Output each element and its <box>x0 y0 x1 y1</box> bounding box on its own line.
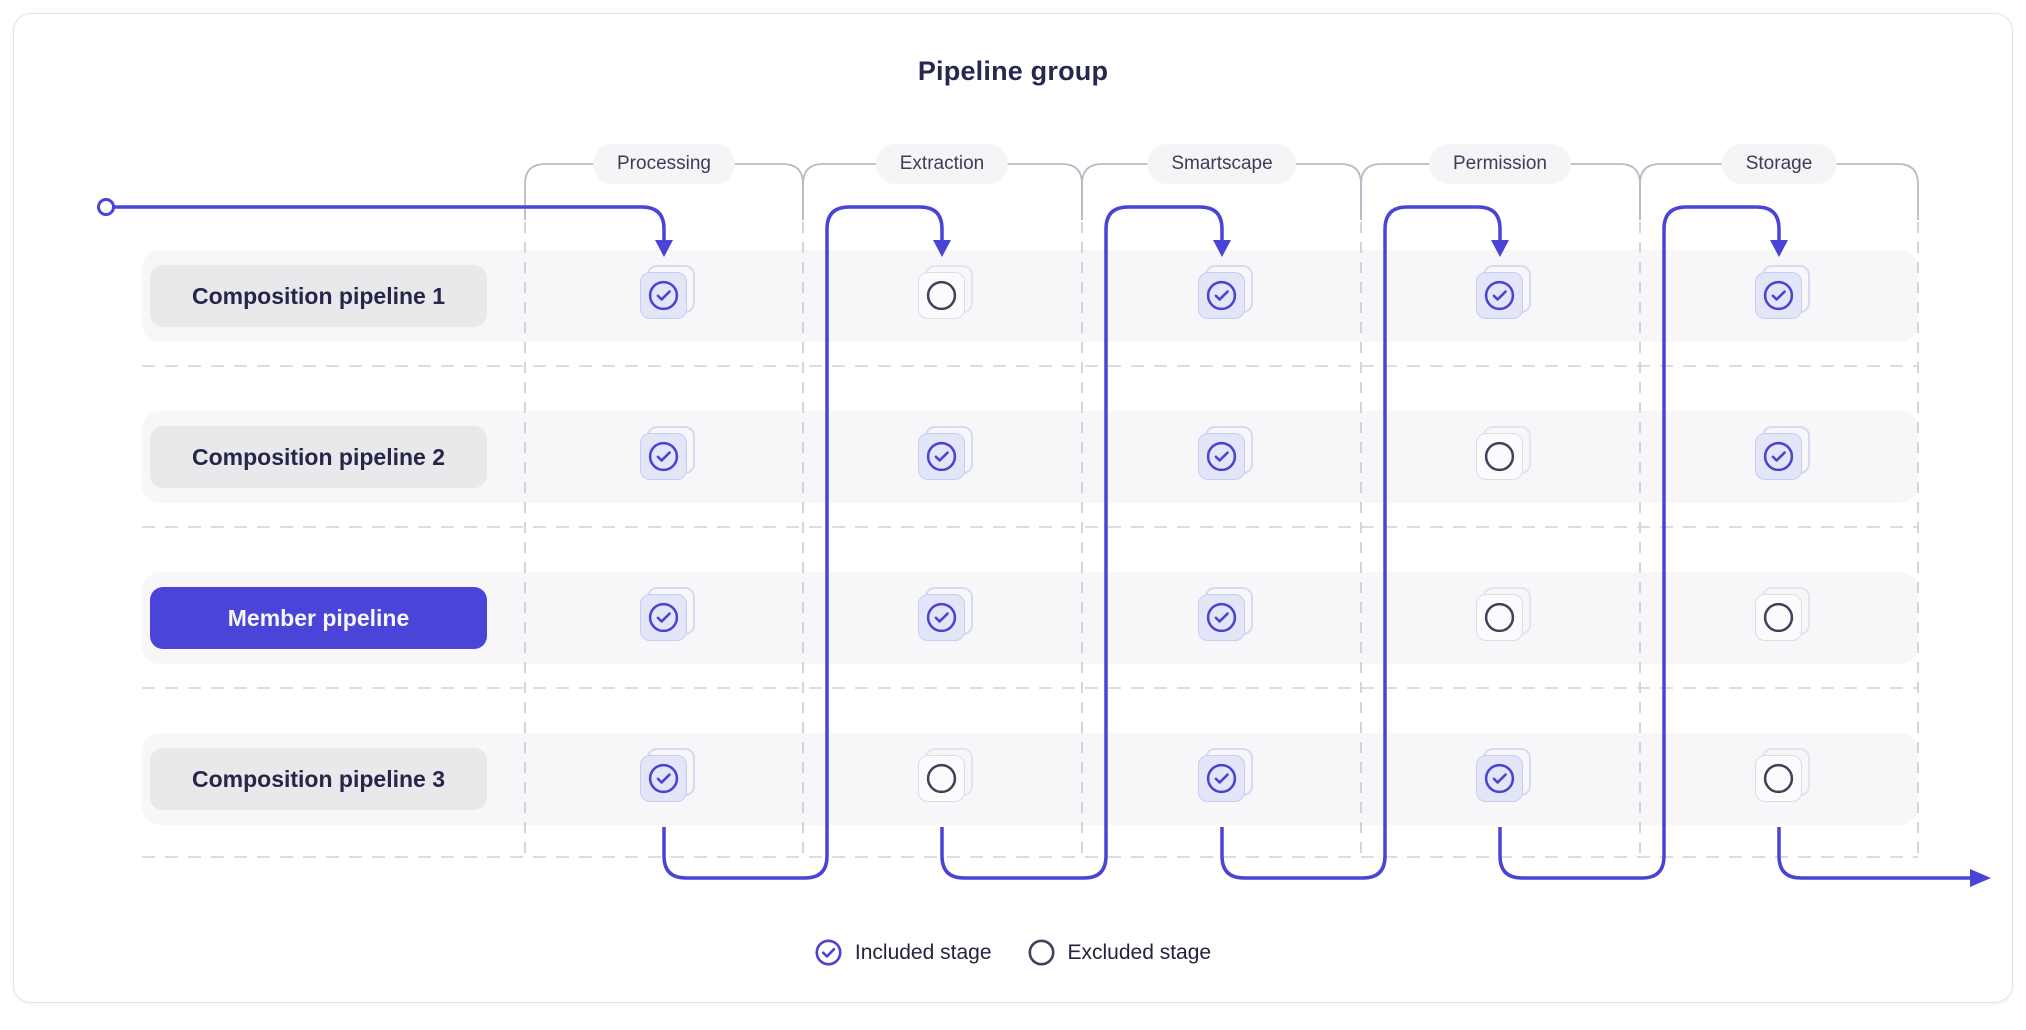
legend-item-excluded: Excluded stage <box>1028 939 1212 966</box>
legend-label-included: Included stage <box>854 940 992 964</box>
row-label-member: Member pipeline <box>150 587 487 649</box>
stage-icon-included <box>1476 265 1531 320</box>
flow-start-circle <box>97 198 115 216</box>
stage-icon-included <box>1476 748 1531 803</box>
stage-icon-included <box>918 587 973 642</box>
pipeline-group-card: Pipeline group Composition pipeline 1 Co… <box>13 13 2013 1003</box>
pipeline-row: Member pipeline <box>142 572 1918 664</box>
row-label-composition-1: Composition pipeline 1 <box>150 265 487 327</box>
circle-icon <box>1028 939 1054 966</box>
stage-pill-smartscape: Smartscape <box>1147 144 1297 184</box>
stage-icon-included <box>640 265 695 320</box>
legend: Included stage Excluded stage <box>14 939 2012 966</box>
pipeline-row: Composition pipeline 1 <box>142 250 1918 342</box>
stage-pill-storage: Storage <box>1721 144 1837 184</box>
stage-icon-included <box>1198 426 1253 481</box>
legend-item-included: Included stage <box>815 939 992 966</box>
pipeline-row: Composition pipeline 2 <box>142 411 1918 503</box>
stage-icon-excluded <box>1755 587 1810 642</box>
stage-icon-included <box>1198 748 1253 803</box>
stage-icon-included <box>1198 587 1253 642</box>
stage-pill-extraction: Extraction <box>875 144 1009 184</box>
stage-pill-processing: Processing <box>593 144 735 184</box>
pipeline-row: Composition pipeline 3 <box>142 733 1918 825</box>
stage-icon-included <box>1755 426 1810 481</box>
row-label-composition-3: Composition pipeline 3 <box>150 748 487 810</box>
legend-label-excluded: Excluded stage <box>1067 940 1212 964</box>
stage-icon-excluded <box>1755 748 1810 803</box>
stage-icon-included <box>1198 265 1253 320</box>
stage-icon-included <box>1755 265 1810 320</box>
stage-icon-excluded <box>1476 426 1531 481</box>
stage-icon-included <box>918 426 973 481</box>
stage-icon-excluded <box>918 265 973 320</box>
stage-icon-included <box>640 748 695 803</box>
check-circle-icon <box>815 939 842 966</box>
stage-icon-excluded <box>918 748 973 803</box>
row-label-composition-2: Composition pipeline 2 <box>150 426 487 488</box>
stage-pill-permission: Permission <box>1429 144 1571 184</box>
stage-icon-included <box>640 426 695 481</box>
stage-icon-excluded <box>1476 587 1531 642</box>
page-title: Pipeline group <box>917 56 1109 86</box>
stage-icon-included <box>640 587 695 642</box>
